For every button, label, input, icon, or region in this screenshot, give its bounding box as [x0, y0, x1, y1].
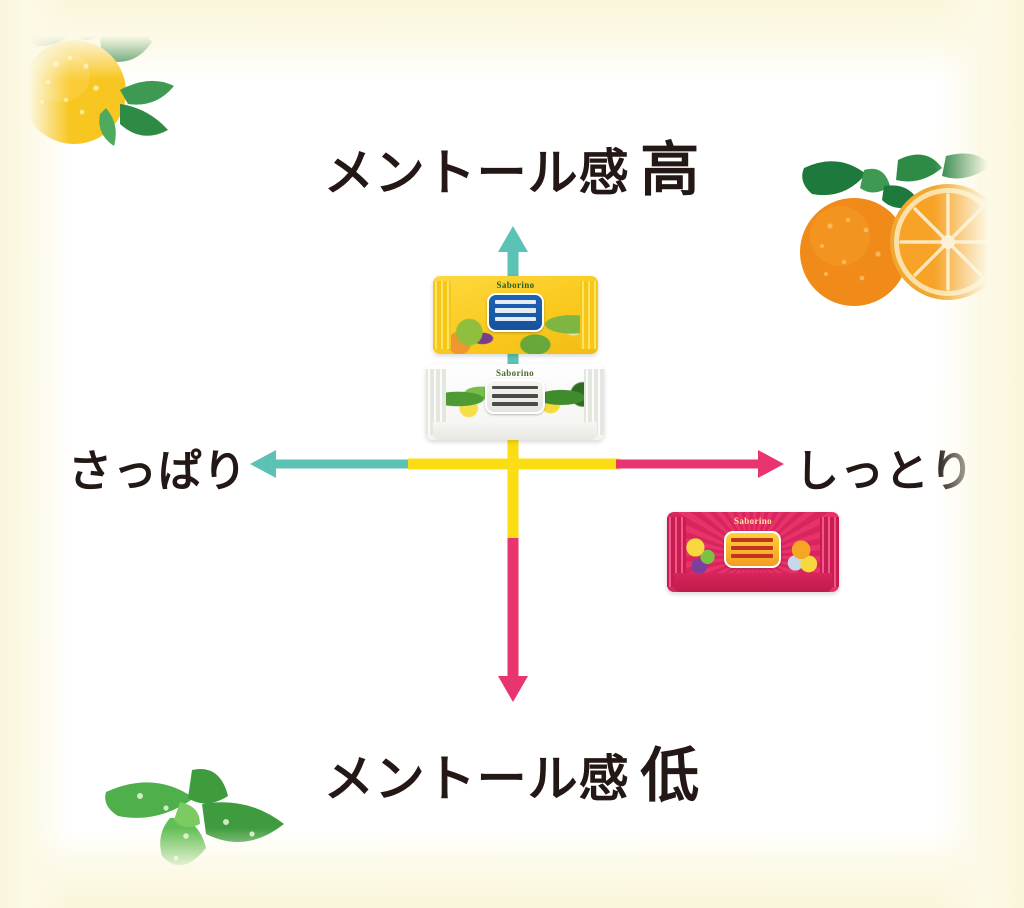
package-bottom-flap [673, 572, 833, 592]
package-body: Saborino [667, 512, 839, 592]
label-line [494, 316, 537, 322]
package-brand-label: Saborino [496, 367, 534, 378]
lemon-mint-illustration [22, 12, 174, 146]
label-line [494, 300, 537, 305]
axis-label-top-text: メントール感 [323, 144, 630, 202]
product-package-herb-lemon[interactable]: Saborino [426, 364, 604, 440]
label-line [492, 393, 538, 398]
package-crimp-right [820, 516, 839, 588]
horizontal-axis [250, 450, 784, 478]
axis-label-top: メントール感高 [0, 122, 1024, 207]
package-body: Saborino [426, 364, 604, 440]
axis-label-top-emphasis: 高 [640, 135, 701, 204]
orange-texture [820, 217, 881, 281]
label-line [492, 402, 538, 406]
label-text-lines [494, 300, 537, 325]
package-front-label [484, 379, 546, 415]
mint-leaf [202, 802, 284, 842]
package-brand-label: Saborino [734, 516, 772, 526]
orange-halves-illustration [800, 153, 1006, 306]
label-text-lines [492, 385, 538, 408]
label-line [494, 308, 537, 313]
arrow-down-icon [498, 676, 528, 702]
package-front-label [723, 531, 781, 568]
package-bottom-flap [433, 421, 597, 440]
axis-label-bottom-emphasis: 低 [640, 741, 701, 810]
arrow-up-icon [498, 226, 528, 252]
package-brand-label: Saborino [496, 279, 535, 290]
axis-label-right: しっとり [795, 446, 975, 497]
product-package-citrus[interactable]: Saborino [667, 512, 839, 592]
axis-label-bottom-text: メントール感 [323, 750, 630, 808]
product-package-green-smoothie[interactable]: Saborino [433, 276, 598, 354]
label-line [731, 546, 774, 551]
package-body: Saborino [433, 276, 598, 354]
axis-label-left: さっぱり [68, 446, 248, 497]
package-crimp-left [667, 516, 686, 588]
package-crimp-right [584, 368, 604, 436]
arrow-left-icon [250, 450, 276, 478]
label-line [492, 385, 538, 390]
package-crimp-left [433, 280, 452, 350]
arrow-right-icon [758, 450, 784, 478]
label-line [731, 537, 774, 542]
mint-leaf [188, 769, 228, 804]
mint-bud [174, 802, 200, 828]
label-text-lines [731, 537, 774, 562]
mint-leaf [105, 782, 194, 818]
label-line [731, 554, 774, 559]
package-front-label [487, 293, 544, 333]
package-fruit-art-right [783, 531, 822, 578]
package-crimp-right [579, 280, 598, 350]
axis-label-bottom: メントール感低 [0, 728, 1024, 813]
mint-leaves-illustration [105, 769, 284, 866]
mint-sprig [99, 80, 174, 146]
orange-half [890, 184, 1006, 300]
package-crimp-left [426, 368, 446, 436]
package-fruit-art-left [684, 531, 723, 578]
